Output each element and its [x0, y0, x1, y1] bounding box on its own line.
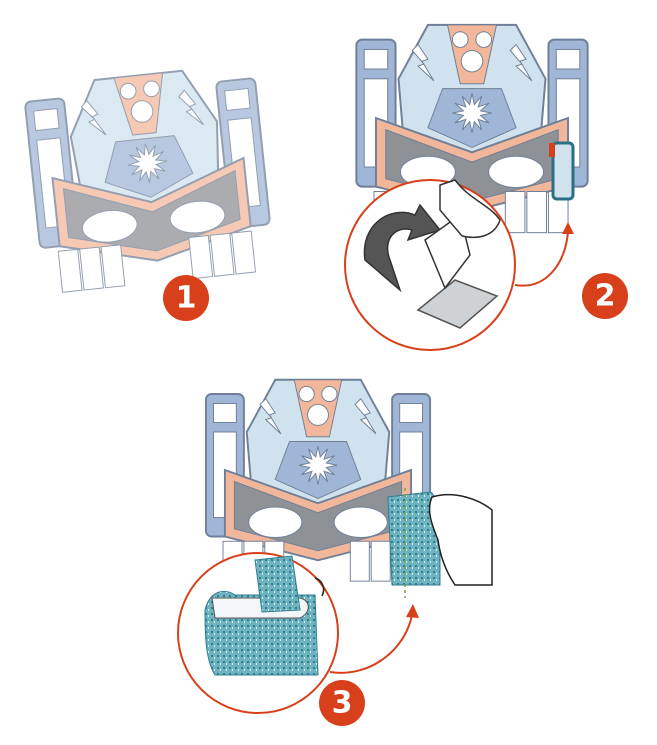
lightning-bolt	[259, 398, 282, 435]
step-1-badge: 1	[163, 275, 209, 321]
strap-panel	[213, 403, 237, 423]
star-burst	[298, 446, 338, 485]
gem-circle	[307, 403, 329, 426]
mask-step-1	[24, 69, 271, 293]
gem-circle	[321, 385, 338, 403]
zoom-circle-step-2	[344, 179, 574, 351]
mask-tooth	[370, 540, 391, 582]
star-burst	[127, 143, 168, 183]
mask-tooth	[526, 191, 547, 234]
pointer-arrow	[329, 614, 413, 674]
mask-tooth	[57, 248, 83, 293]
gem-circle	[460, 49, 484, 73]
arrow-head	[406, 604, 419, 618]
peeled-flap	[254, 555, 301, 613]
gem-circle	[298, 385, 315, 403]
adhesive-paper	[416, 279, 499, 329]
fold-arrow-icon	[314, 577, 325, 597]
mask-tooth	[349, 540, 370, 582]
pointer-arrow	[514, 231, 569, 287]
star-burst	[452, 93, 492, 133]
step-3-badge: 3	[319, 680, 365, 726]
mask-tooth	[79, 246, 104, 291]
mask-tooth	[100, 244, 126, 289]
highlighted-tab	[551, 141, 575, 201]
eye-hole	[248, 506, 303, 538]
strap-panel	[399, 403, 423, 423]
mask-tooth	[188, 235, 214, 280]
svg-text:2: 2	[595, 279, 616, 314]
gem-circle	[451, 31, 469, 48]
gem-circle	[143, 80, 160, 98]
eye-hole	[488, 155, 545, 189]
svg-text:3: 3	[332, 686, 353, 721]
eye-hole	[81, 209, 138, 243]
strap-panel	[33, 108, 60, 132]
mask-tooth	[209, 232, 235, 277]
gem-circle	[475, 31, 493, 48]
svg-text:1: 1	[176, 281, 197, 316]
finger-icon	[439, 179, 501, 239]
lightning-bolt	[354, 398, 377, 435]
hand-icon	[428, 493, 493, 586]
zoom-circle-step-3	[177, 552, 419, 714]
gem-circle	[119, 82, 137, 100]
eye-hole	[169, 200, 226, 234]
arrow-head	[562, 222, 574, 234]
strap-panel	[224, 87, 251, 111]
lightning-bolt	[178, 89, 204, 126]
mask-tooth	[231, 230, 257, 275]
strap-panel	[363, 48, 389, 70]
step-2-badge: 2	[582, 273, 628, 319]
gem-circle	[130, 100, 154, 123]
eye-hole	[333, 506, 388, 538]
lightning-bolt	[509, 43, 533, 82]
lightning-bolt	[411, 43, 435, 82]
adhesive-red-mark	[549, 143, 555, 157]
mask-tooth	[504, 191, 526, 234]
strap-panel	[555, 48, 581, 70]
lightning-bolt	[80, 99, 107, 136]
